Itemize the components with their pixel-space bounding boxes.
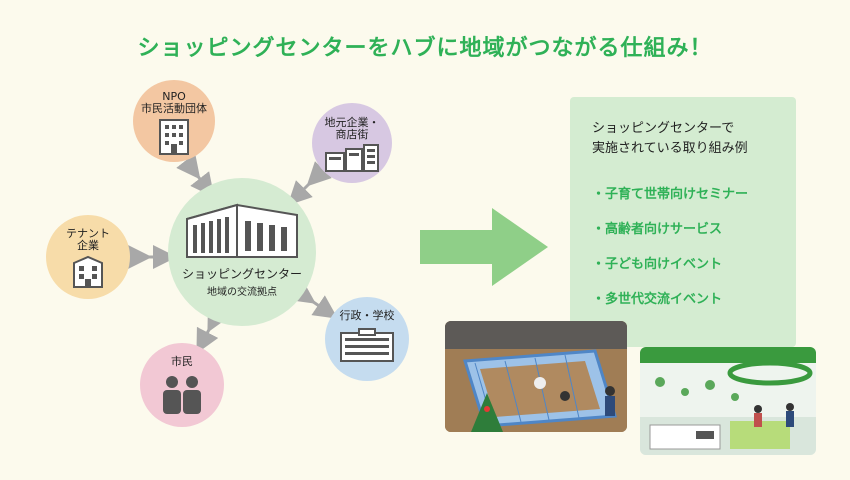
tenant-node: テナント 企業 [46, 215, 130, 299]
government-node: 行政・学校 [325, 297, 409, 381]
local-business-label-1: 地元企業・ [324, 116, 380, 129]
local-business-label-2: 商店街 [335, 128, 369, 141]
local-business-node: 地元企業・ 商店街 [312, 103, 392, 183]
tenant-label-2: 企業 [77, 239, 99, 252]
panel-item-children: ・子ども向けイベント [592, 257, 723, 272]
panel-title-line2: 実施されている取り組み例 [592, 141, 748, 156]
connector-citizen [196, 305, 230, 354]
tenant-building-icon [73, 255, 103, 288]
government-label: 行政・学校 [339, 309, 395, 322]
npo-label-2: 市民活動団体 [141, 102, 207, 115]
panel-item-parenting: ・子育て世帯向けセミナー [592, 187, 749, 202]
panel-item-multigenerational: ・多世代交流イベント [592, 292, 723, 307]
hub-sub: 地域の交流拠点 [207, 287, 277, 298]
shopping-street-icon [325, 144, 379, 172]
people-icon [163, 376, 201, 414]
shopping-center-icon [186, 203, 298, 258]
page-title: ショッピングセンターをハブに地域がつながる仕組み！ [137, 36, 713, 61]
citizen-label: 市民 [171, 355, 193, 368]
npo-label-1: NPO [162, 90, 186, 103]
school-building-icon [340, 328, 394, 362]
event-pen-photo [445, 321, 627, 432]
citizen-node: 市民 [140, 343, 224, 427]
panel-title-line1: ショッピングセンターで [592, 121, 735, 136]
connector-government [289, 280, 338, 319]
initiatives-panel: ショッピングセンターで 実施されている取り組み例 ・子育て世帯向けセミナー ・高… [570, 97, 796, 347]
connector-local-business [287, 161, 332, 206]
panel-item-elderly: ・高齢者向けサービス [592, 222, 723, 237]
flow-arrow [420, 208, 548, 286]
office-building-icon [159, 119, 189, 155]
hub-node: ショッピングセンター 地域の交流拠点 [168, 178, 316, 326]
npo-node: NPO 市民活動団体 [133, 80, 215, 162]
hub-name: ショッピングセンター [181, 267, 302, 281]
kids-area-photo [640, 347, 816, 455]
connector-npo [176, 153, 215, 198]
panel-title: ショッピングセンターで 実施されている取り組み例 [592, 119, 782, 159]
tenant-label-1: テナント [66, 227, 110, 240]
